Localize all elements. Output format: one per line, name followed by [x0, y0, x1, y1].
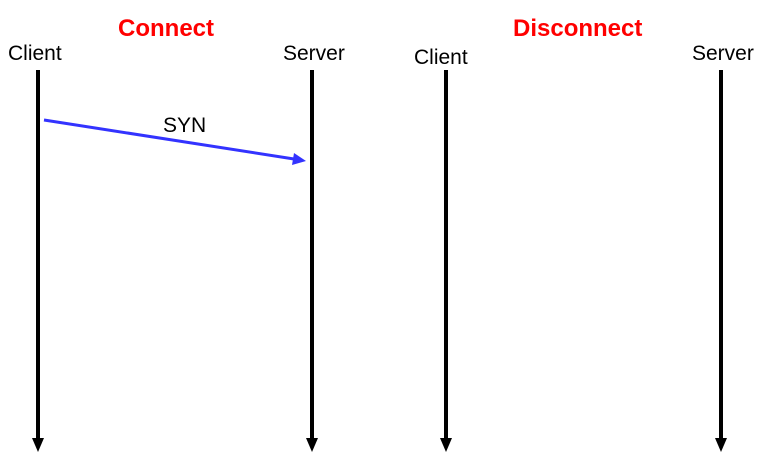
disconnect-heading: Disconnect — [513, 15, 643, 42]
connect-client-lifeline-arrowhead — [32, 438, 44, 452]
disconnect-server-lifeline-arrowhead — [715, 438, 727, 452]
connect-client-label: Client — [8, 42, 62, 65]
disconnect-server-label: Server — [692, 42, 754, 65]
connect-server-lifeline-arrowhead — [306, 438, 318, 452]
connect-server-label: Server — [283, 42, 345, 65]
connect-heading: Connect — [118, 15, 214, 42]
syn-message-label: SYN — [163, 114, 207, 137]
disconnect-client-label: Client — [414, 46, 468, 69]
disconnect-client-lifeline-arrowhead — [440, 438, 452, 452]
syn-message-arrow-line — [43, 118, 295, 161]
syn-message-arrowhead — [292, 153, 306, 165]
